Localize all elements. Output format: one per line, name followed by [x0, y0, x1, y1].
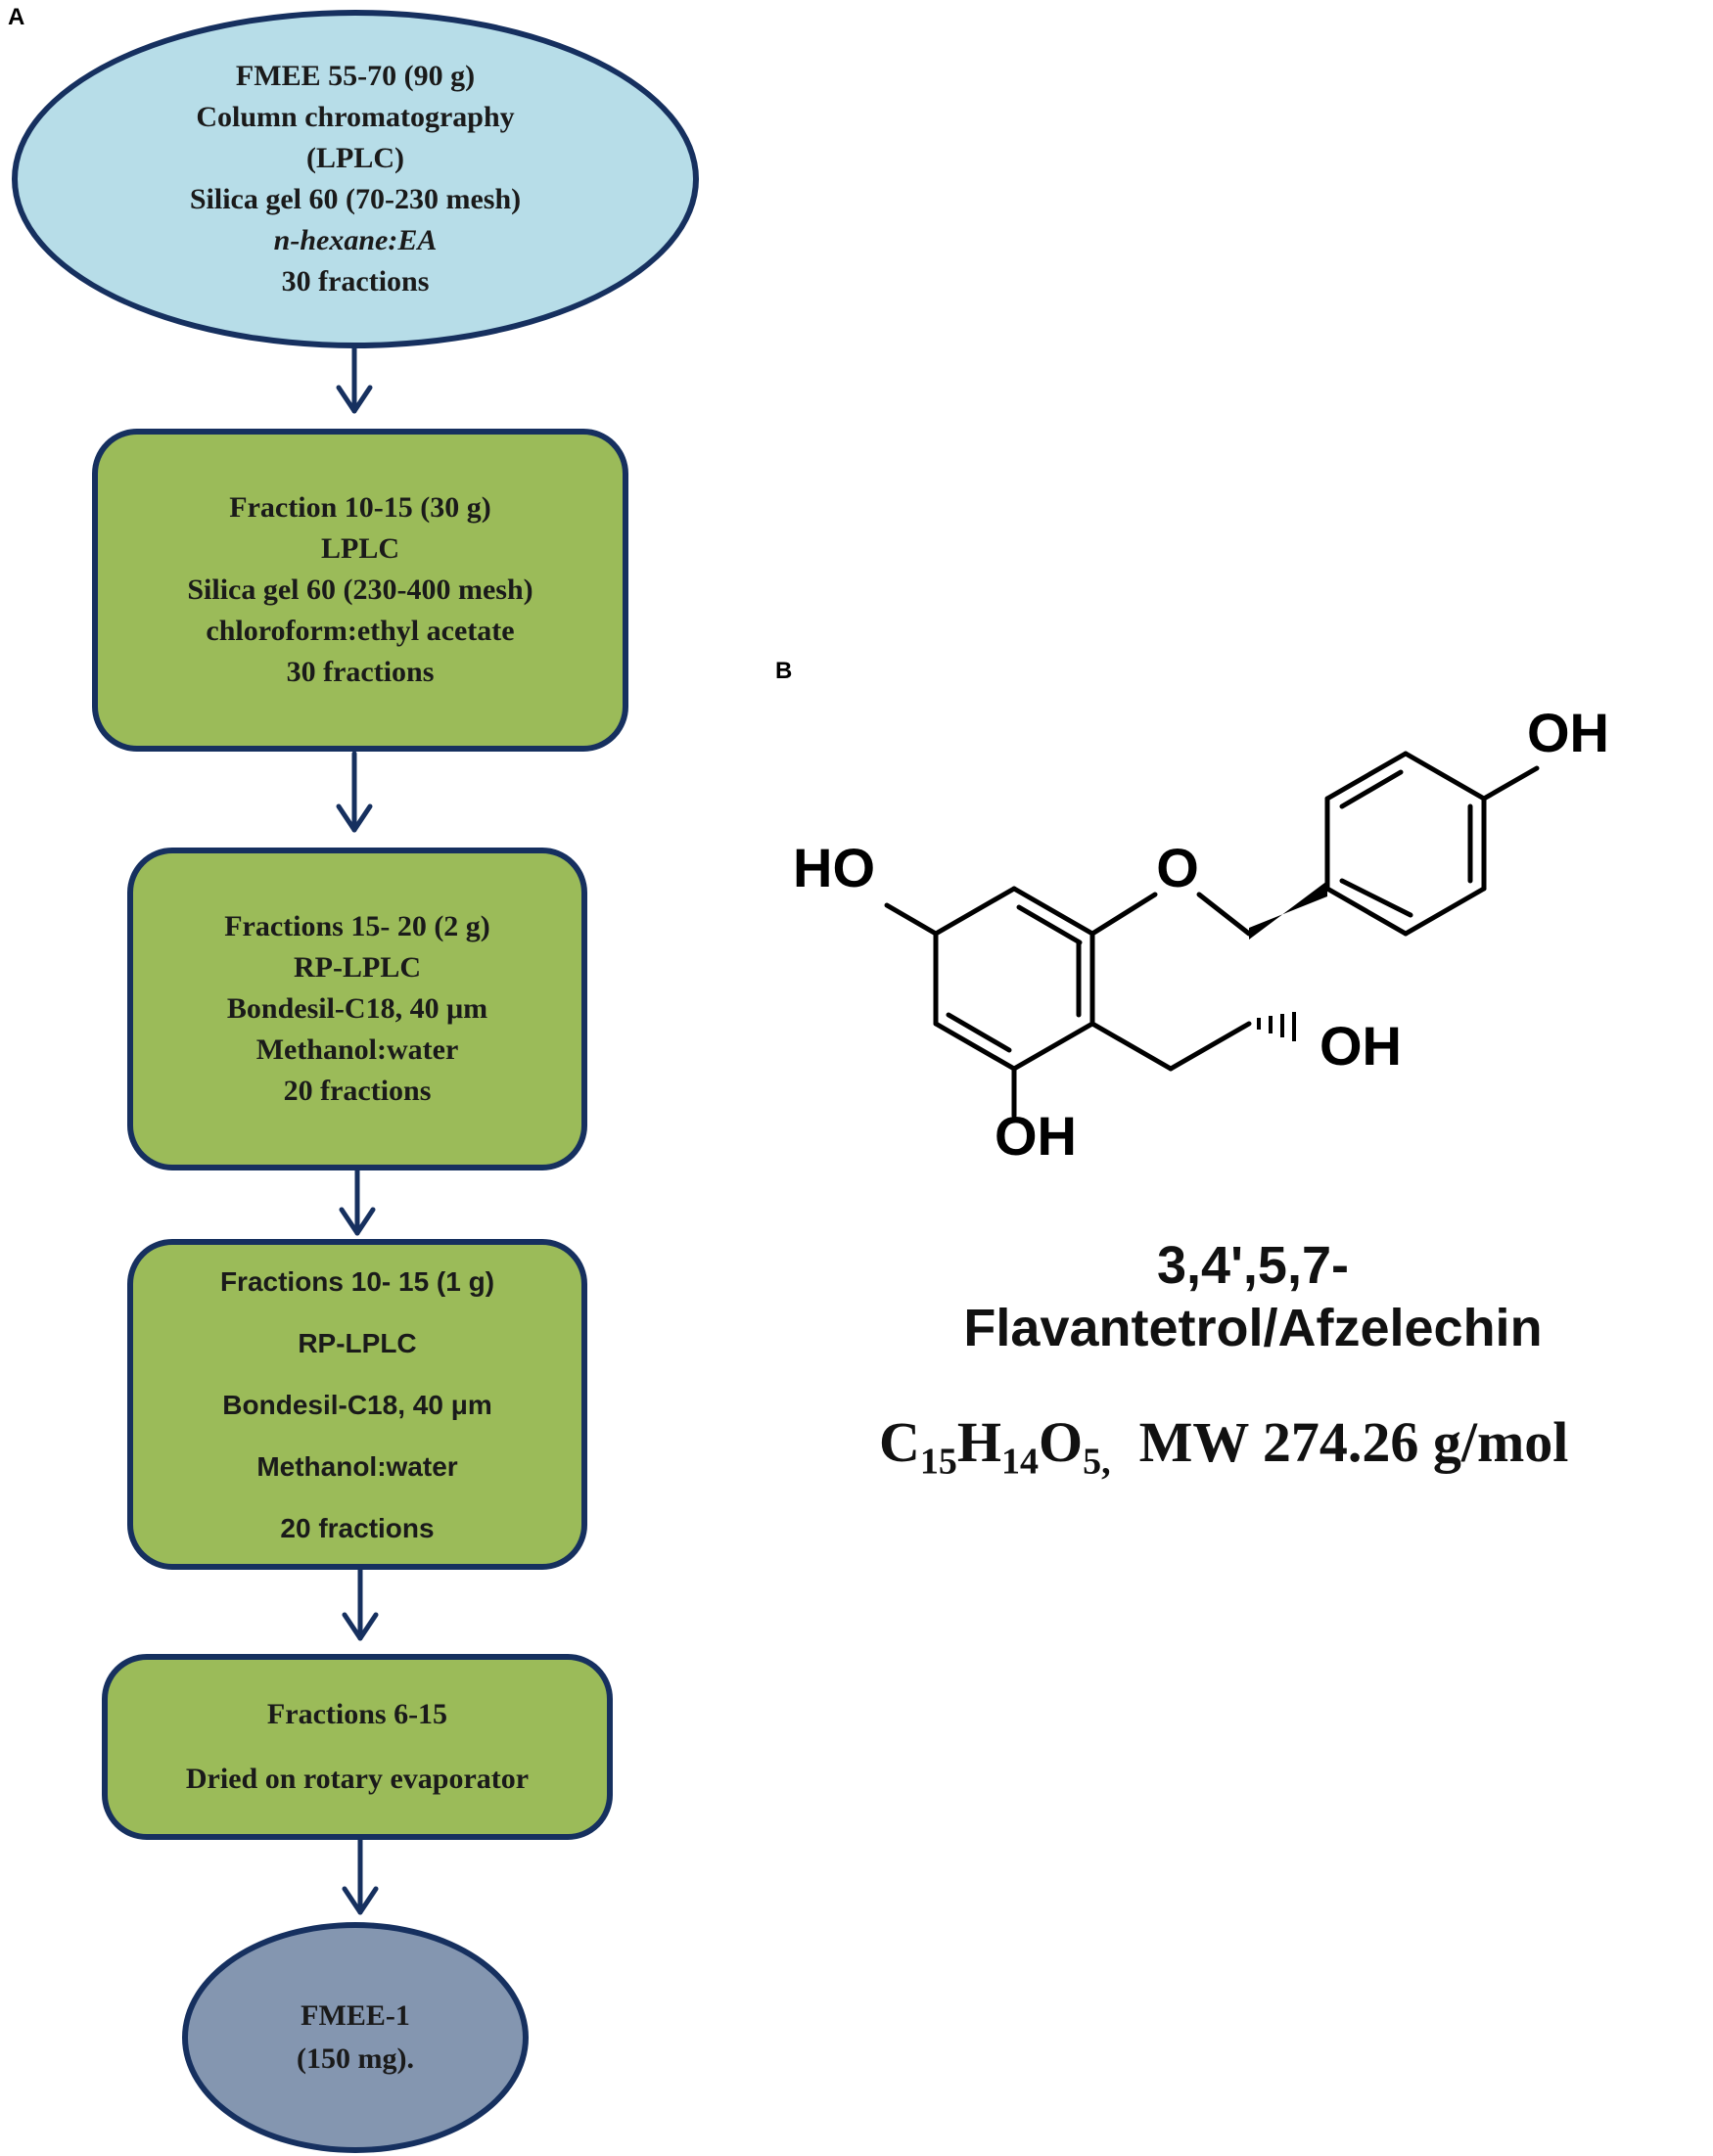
step3-line-5: 20 fractions — [280, 1512, 435, 1543]
step3-line-1: Fractions 10- 15 (1 g) — [219, 1265, 495, 1297]
step-fraction-10-15: Fraction 10-15 (30 g) LPLC Silica gel 60… — [92, 429, 628, 752]
afzelechin-structure: OH HO O OH OH — [793, 702, 1609, 1167]
compound-name-line-1: 3,4',5,7- — [1157, 1236, 1349, 1295]
step2-line-1: Fractions 15- 20 (2 g) — [224, 910, 490, 942]
end-node-fmee-1: FMEE-1 (150 mg). — [182, 1922, 529, 2153]
step1-line-1: Fraction 10-15 (30 g) — [229, 491, 491, 524]
arrow-4 — [342, 1567, 379, 1641]
step4-line-1: Fractions 6-15 — [266, 1698, 448, 1730]
formula-h: H — [956, 1410, 1002, 1474]
ring-b — [1324, 751, 1487, 937]
label-oh-4prime: OH — [1527, 702, 1609, 763]
step2-line-4: Methanol:water — [255, 1033, 459, 1066]
end-line-2: (150 mg). — [297, 2042, 414, 2075]
start-line-2: Column chromatography — [196, 101, 515, 133]
formula-h-count: 14 — [1001, 1441, 1040, 1483]
molecular-weight: MW 274.26 g/mol — [1138, 1410, 1569, 1474]
step3-line-4: Methanol:water — [256, 1450, 458, 1482]
ring-a — [933, 886, 1095, 1072]
bond-c4p-oh — [1481, 765, 1540, 802]
step2-line-3: Bondesil-C18, 40 μm — [226, 992, 488, 1025]
compound-name-line-2: Flavantetrol/Afzelechin — [963, 1299, 1543, 1357]
panel-label-b: B — [775, 658, 793, 684]
formula-c-count: 15 — [919, 1441, 957, 1483]
bond-c7-oh — [884, 902, 939, 937]
step1-line-5: 30 fractions — [286, 656, 435, 688]
formula-separator: , — [1101, 1441, 1111, 1483]
arrow-2 — [336, 751, 373, 833]
label-ho-7: HO — [793, 837, 875, 898]
step-fractions-6-15: Fractions 6-15 Dried on rotary evaporato… — [102, 1654, 613, 1840]
wedge-bond — [1249, 881, 1327, 940]
step4-line-2: Dried on rotary evaporator — [185, 1763, 530, 1795]
end-line-1: FMEE-1 — [301, 1999, 410, 2032]
step-fractions-10-15: Fractions 10- 15 (1 g) RP-LPLC Bondesil-… — [127, 1239, 587, 1570]
formula-o-count: 5 — [1083, 1441, 1102, 1483]
start-line-1: FMEE 55-70 (90 g) — [235, 60, 476, 92]
hashed-bond — [1257, 1012, 1296, 1041]
step-fractions-15-20: Fractions 15- 20 (2 g) RP-LPLC Bondesil-… — [127, 848, 587, 1170]
arrow-5 — [342, 1835, 379, 1915]
formula-o: O — [1039, 1410, 1084, 1474]
start-line-3: (LPLC) — [306, 142, 404, 174]
arrow-3 — [339, 1168, 376, 1236]
arrow-1 — [336, 342, 373, 414]
formula-c: C — [879, 1410, 920, 1474]
step1-line-2: LPLC — [320, 532, 399, 565]
step1-line-3: Silica gel 60 (230-400 mesh) — [187, 573, 533, 606]
ring-c — [1089, 892, 1252, 1072]
step1-line-4: chloroform:ethyl acetate — [206, 615, 515, 647]
label-oh-5: OH — [995, 1105, 1077, 1167]
label-oh-3: OH — [1319, 1015, 1402, 1077]
step2-line-2: RP-LPLC — [294, 951, 421, 984]
start-line-4: Silica gel 60 (70-230 mesh) — [189, 183, 522, 215]
start-node-fmee-55-70: FMEE 55-70 (90 g) Column chromatography … — [12, 10, 699, 348]
label-ring-oxygen: O — [1156, 837, 1199, 898]
start-line-6: 30 fractions — [281, 265, 430, 298]
start-line-5: n-hexane:EA — [273, 224, 438, 256]
step3-line-3: Bondesil-C18, 40 μm — [222, 1389, 492, 1420]
step2-line-5: 20 fractions — [283, 1075, 432, 1107]
molecular-formula: C15H14O5, MW 274.26 g/mol — [879, 1409, 1568, 1484]
panel-label-a: A — [8, 4, 25, 30]
step3-line-2: RP-LPLC — [298, 1327, 417, 1358]
